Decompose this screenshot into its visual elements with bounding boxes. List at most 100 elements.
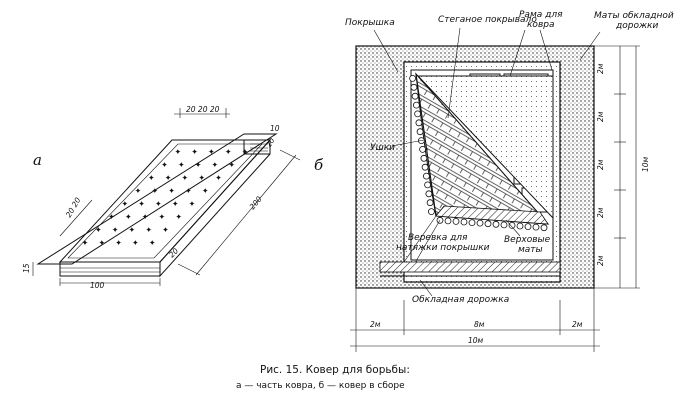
cover-ear [476, 219, 484, 227]
cover-ear [532, 223, 540, 231]
tuft-star: ✦ [178, 161, 185, 170]
cover-ear [468, 219, 476, 227]
tuft-star: ✦ [228, 161, 235, 170]
label-covers: Покрышка [345, 18, 395, 28]
cover-corner [416, 75, 554, 220]
tuft-star: ✦ [175, 213, 182, 222]
cover-ear [420, 154, 428, 162]
tuft-star: ✦ [121, 200, 128, 209]
tuft-star: ✦ [242, 148, 249, 157]
cover-ear [500, 221, 508, 229]
tuft-star: ✦ [149, 239, 156, 248]
cover-ear [422, 172, 430, 180]
label-rope-2: натяжки покрышки [396, 243, 490, 253]
cover-ear [540, 224, 548, 232]
tuft-star: ✦ [108, 213, 115, 222]
dim-side-width: 20 20 [64, 196, 83, 219]
dim-bottom-middle: 8м [474, 320, 485, 329]
cover-ear [415, 119, 423, 127]
tuft-star: ✦ [182, 174, 189, 183]
cover-ear [460, 218, 468, 226]
dim-bottom-left: 2м [370, 320, 381, 329]
tuft-star: ✦ [125, 213, 132, 222]
cover-ear [419, 145, 427, 153]
label-top-mats-2: маты [518, 245, 543, 255]
cover-ear [444, 217, 452, 225]
dim-end-width: 20 [264, 136, 277, 149]
dim-end-thickness: 10 [270, 124, 280, 133]
label-carpet-frame-1: Рама для [519, 10, 563, 20]
right-dimensions: 2м 2м 2м 2м 2м 10м [594, 45, 650, 289]
tuft-star: ✦ [155, 200, 162, 209]
label-rope-1: Веревка для [408, 233, 468, 243]
label-carpet-frame-2: ковра [527, 20, 554, 30]
caption-title: Рис. 15. Ковер для борьбы: [260, 364, 410, 376]
part-a-carpet-section: ✦✦✦✦✦✦✦✦✦✦✦✦✦✦✦✦✦✦✦✦✦✦✦✦✦✦✦✦✦✦✦✦✦✦✦✦✦✦✦✦… [22, 105, 301, 290]
tuft-star: ✦ [191, 148, 198, 157]
tuft-star: ✦ [185, 187, 192, 196]
cover-ear [425, 190, 433, 198]
cover-ear [412, 101, 420, 109]
dim-top-width: 20 20 20 [186, 105, 220, 114]
panel-label-b: б [314, 156, 324, 174]
dim-total-height: 10м [641, 156, 650, 172]
cover-ear [452, 217, 460, 225]
tuft-star: ✦ [112, 226, 119, 235]
tuft-markers: ✦✦✦✦✦✦✦✦✦✦✦✦✦✦✦✦✦✦✦✦✦✦✦✦✦✦✦✦✦✦✦✦✦✦✦✦✦✦✦✦ [82, 148, 249, 248]
label-quilted-cover: Стеганое покрывало [438, 15, 537, 25]
caption-legend: а — часть ковра, б — ковер в сборе [236, 381, 405, 391]
tuft-star: ✦ [165, 174, 172, 183]
tuft-star: ✦ [135, 187, 142, 196]
tuft-star: ✦ [225, 148, 232, 157]
cover-ear [484, 220, 492, 228]
carpet-front-face [59, 261, 161, 277]
cover-ear [426, 199, 434, 207]
tuft-star: ✦ [145, 226, 152, 235]
dim-front-edge: 20 [167, 246, 180, 259]
tuft-star: ✦ [172, 200, 179, 209]
tuft-star: ✦ [215, 174, 222, 183]
tuft-star: ✦ [174, 148, 181, 157]
tuft-star: ✦ [198, 174, 205, 183]
part-b-assembled-carpet [355, 45, 595, 289]
tuft-star: ✦ [159, 213, 166, 222]
dim-seg-1: 2м [596, 63, 605, 74]
dim-seg-4: 2м [596, 207, 605, 218]
cover-ear [421, 163, 429, 171]
tuft-star: ✦ [82, 239, 89, 248]
tuft-star: ✦ [202, 187, 209, 196]
tuft-star: ✦ [151, 187, 158, 196]
cover-ear [410, 83, 418, 91]
label-border-mats-2: дорожки [615, 21, 658, 31]
tuft-star: ✦ [129, 226, 136, 235]
bottom-border-strip [379, 261, 561, 273]
cover-ear [409, 75, 417, 82]
label-top-mats-1: Верховые [504, 235, 551, 245]
tuft-star: ✦ [142, 213, 149, 222]
tuft-star: ✦ [115, 239, 122, 248]
cover-ear [414, 110, 422, 118]
cover-ear [427, 208, 435, 216]
dim-seg-5: 2м [596, 255, 605, 266]
tuft-star: ✦ [138, 200, 145, 209]
tuft-star: ✦ [212, 161, 219, 170]
tuft-star: ✦ [132, 239, 139, 248]
cover-ear [524, 223, 532, 231]
cover-ear [416, 128, 424, 136]
tuft-star: ✦ [195, 161, 202, 170]
dim-total-width: 10м [468, 336, 484, 345]
tuft-star: ✦ [161, 161, 168, 170]
dim-width: 100 [90, 281, 105, 290]
cover-ears [409, 75, 548, 232]
label-border-track: Обкладная дорожка [412, 295, 509, 305]
cover-ear [516, 222, 524, 230]
tuft-star: ✦ [189, 200, 196, 209]
label-border-mats-1: Маты обкладной [594, 11, 674, 21]
dim-bottom-right: 2м [572, 320, 583, 329]
tuft-star: ✦ [168, 187, 175, 196]
dim-seg-2: 2м [596, 111, 605, 122]
cover-ear [424, 181, 432, 189]
label-ears: Ушки [370, 143, 395, 153]
tuft-star: ✦ [95, 226, 102, 235]
